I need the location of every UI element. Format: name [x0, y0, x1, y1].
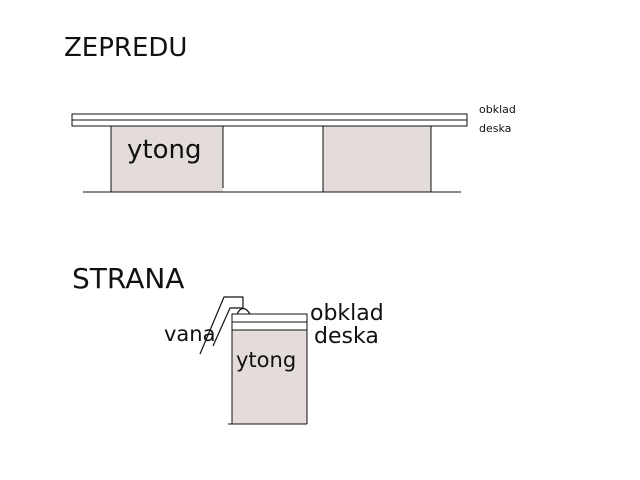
side-bathtub-rim	[199, 296, 244, 355]
side-view-title: STRANA	[72, 262, 184, 295]
front-obklad-layer	[71, 113, 468, 121]
side-obklad-label: obklad	[310, 301, 384, 326]
front-deska-label: deska	[479, 122, 511, 135]
side-view: STRANA vana ytong obklad deska	[72, 262, 384, 425]
front-ytong-block-left	[111, 126, 223, 192]
front-block-label: ytong	[127, 135, 201, 165]
front-ytong-block-right	[323, 126, 431, 192]
side-obklad-layer	[231, 313, 308, 323]
side-block-label: ytong	[236, 348, 296, 372]
side-ytong-block	[232, 330, 307, 424]
front-obklad-label: obklad	[479, 103, 516, 116]
front-view: ZEPREDU ytong obklad deska	[64, 33, 516, 193]
side-deska-layer	[231, 321, 308, 331]
side-sealant-bead	[236, 307, 251, 315]
side-deska-label: deska	[314, 324, 379, 349]
front-view-title: ZEPREDU	[64, 33, 187, 63]
front-deska-layer	[71, 119, 468, 127]
side-tub-label: vana	[164, 322, 215, 346]
